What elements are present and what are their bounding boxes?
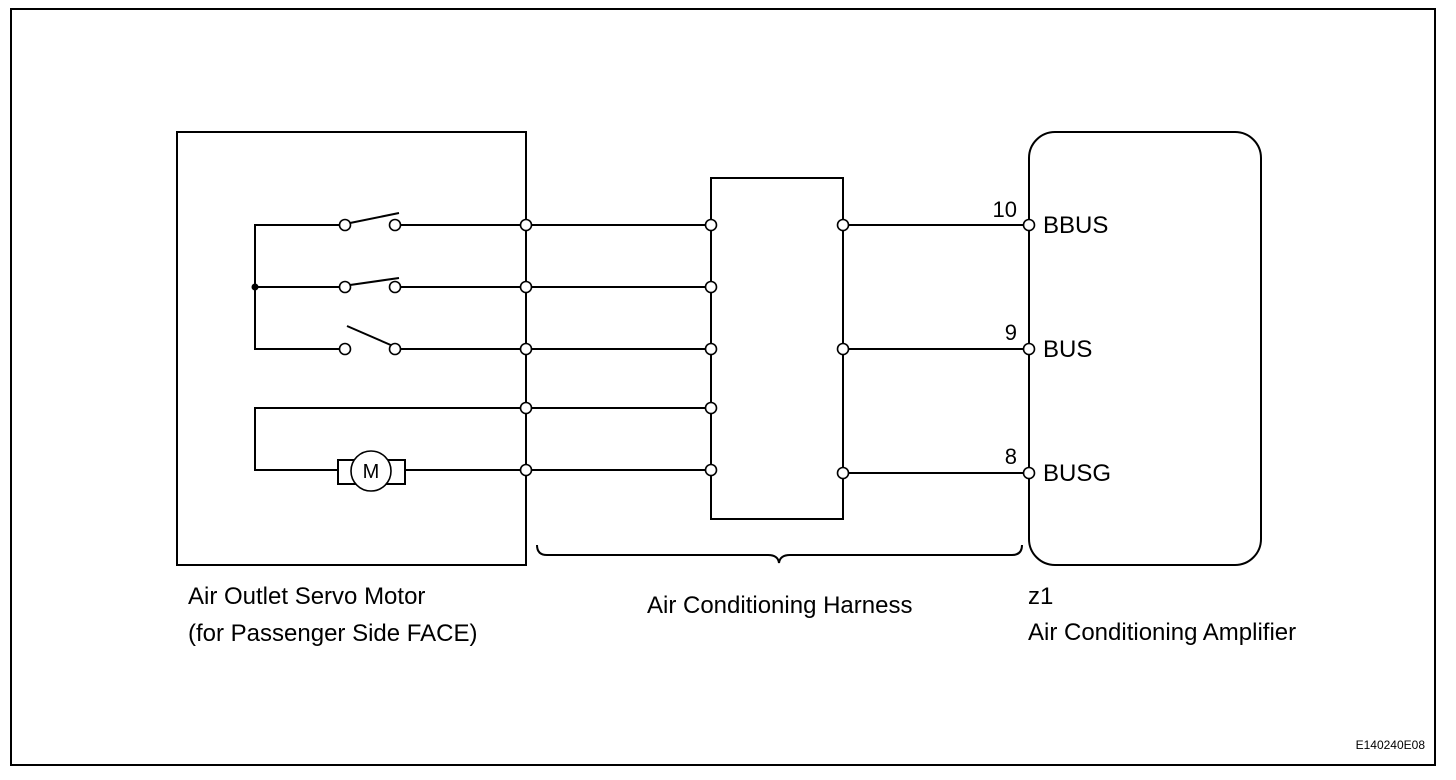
harness-box	[710, 177, 844, 520]
servo-motor-label: Air Outlet Servo Motor	[188, 583, 425, 610]
pin-number-bus: 9	[1005, 320, 1017, 345]
bus-junction	[251, 283, 259, 291]
motor-loop-wire	[254, 407, 521, 471]
amplifier-connector-label: z1	[1028, 583, 1053, 610]
diagram-frame	[10, 8, 1436, 766]
servo-connector-terminals	[519, 218, 533, 477]
harness-to-amplifier-wires	[848, 224, 1024, 474]
amplifier-terminals	[1022, 218, 1036, 480]
pin-number-busg: 8	[1005, 444, 1017, 469]
switch-icon	[338, 325, 521, 356]
harness-left-terminals	[704, 218, 718, 477]
terminal-icon	[1022, 218, 1036, 232]
harness-label: Air Conditioning Harness	[647, 592, 912, 619]
servo-motor-sublabel: (for Passenger Side FACE)	[188, 620, 477, 647]
harness-brace	[536, 544, 1023, 564]
terminal-name-bus: BUS	[1043, 336, 1092, 363]
pin-number-bbus: 10	[993, 197, 1017, 222]
terminal-name-busg: BUSG	[1043, 460, 1111, 487]
motor-icon: M	[337, 450, 406, 492]
amplifier-label: Air Conditioning Amplifier	[1028, 619, 1296, 646]
terminal-name-bbus: BBUS	[1043, 212, 1108, 239]
switch-icon	[338, 212, 521, 232]
motor-letter: M	[363, 461, 380, 483]
terminal-icon	[1022, 466, 1036, 480]
switch-icon	[338, 277, 521, 294]
servo-to-harness-wires	[531, 224, 706, 471]
terminal-icon	[1022, 342, 1036, 356]
figure-code: E140240E08	[1356, 738, 1426, 752]
